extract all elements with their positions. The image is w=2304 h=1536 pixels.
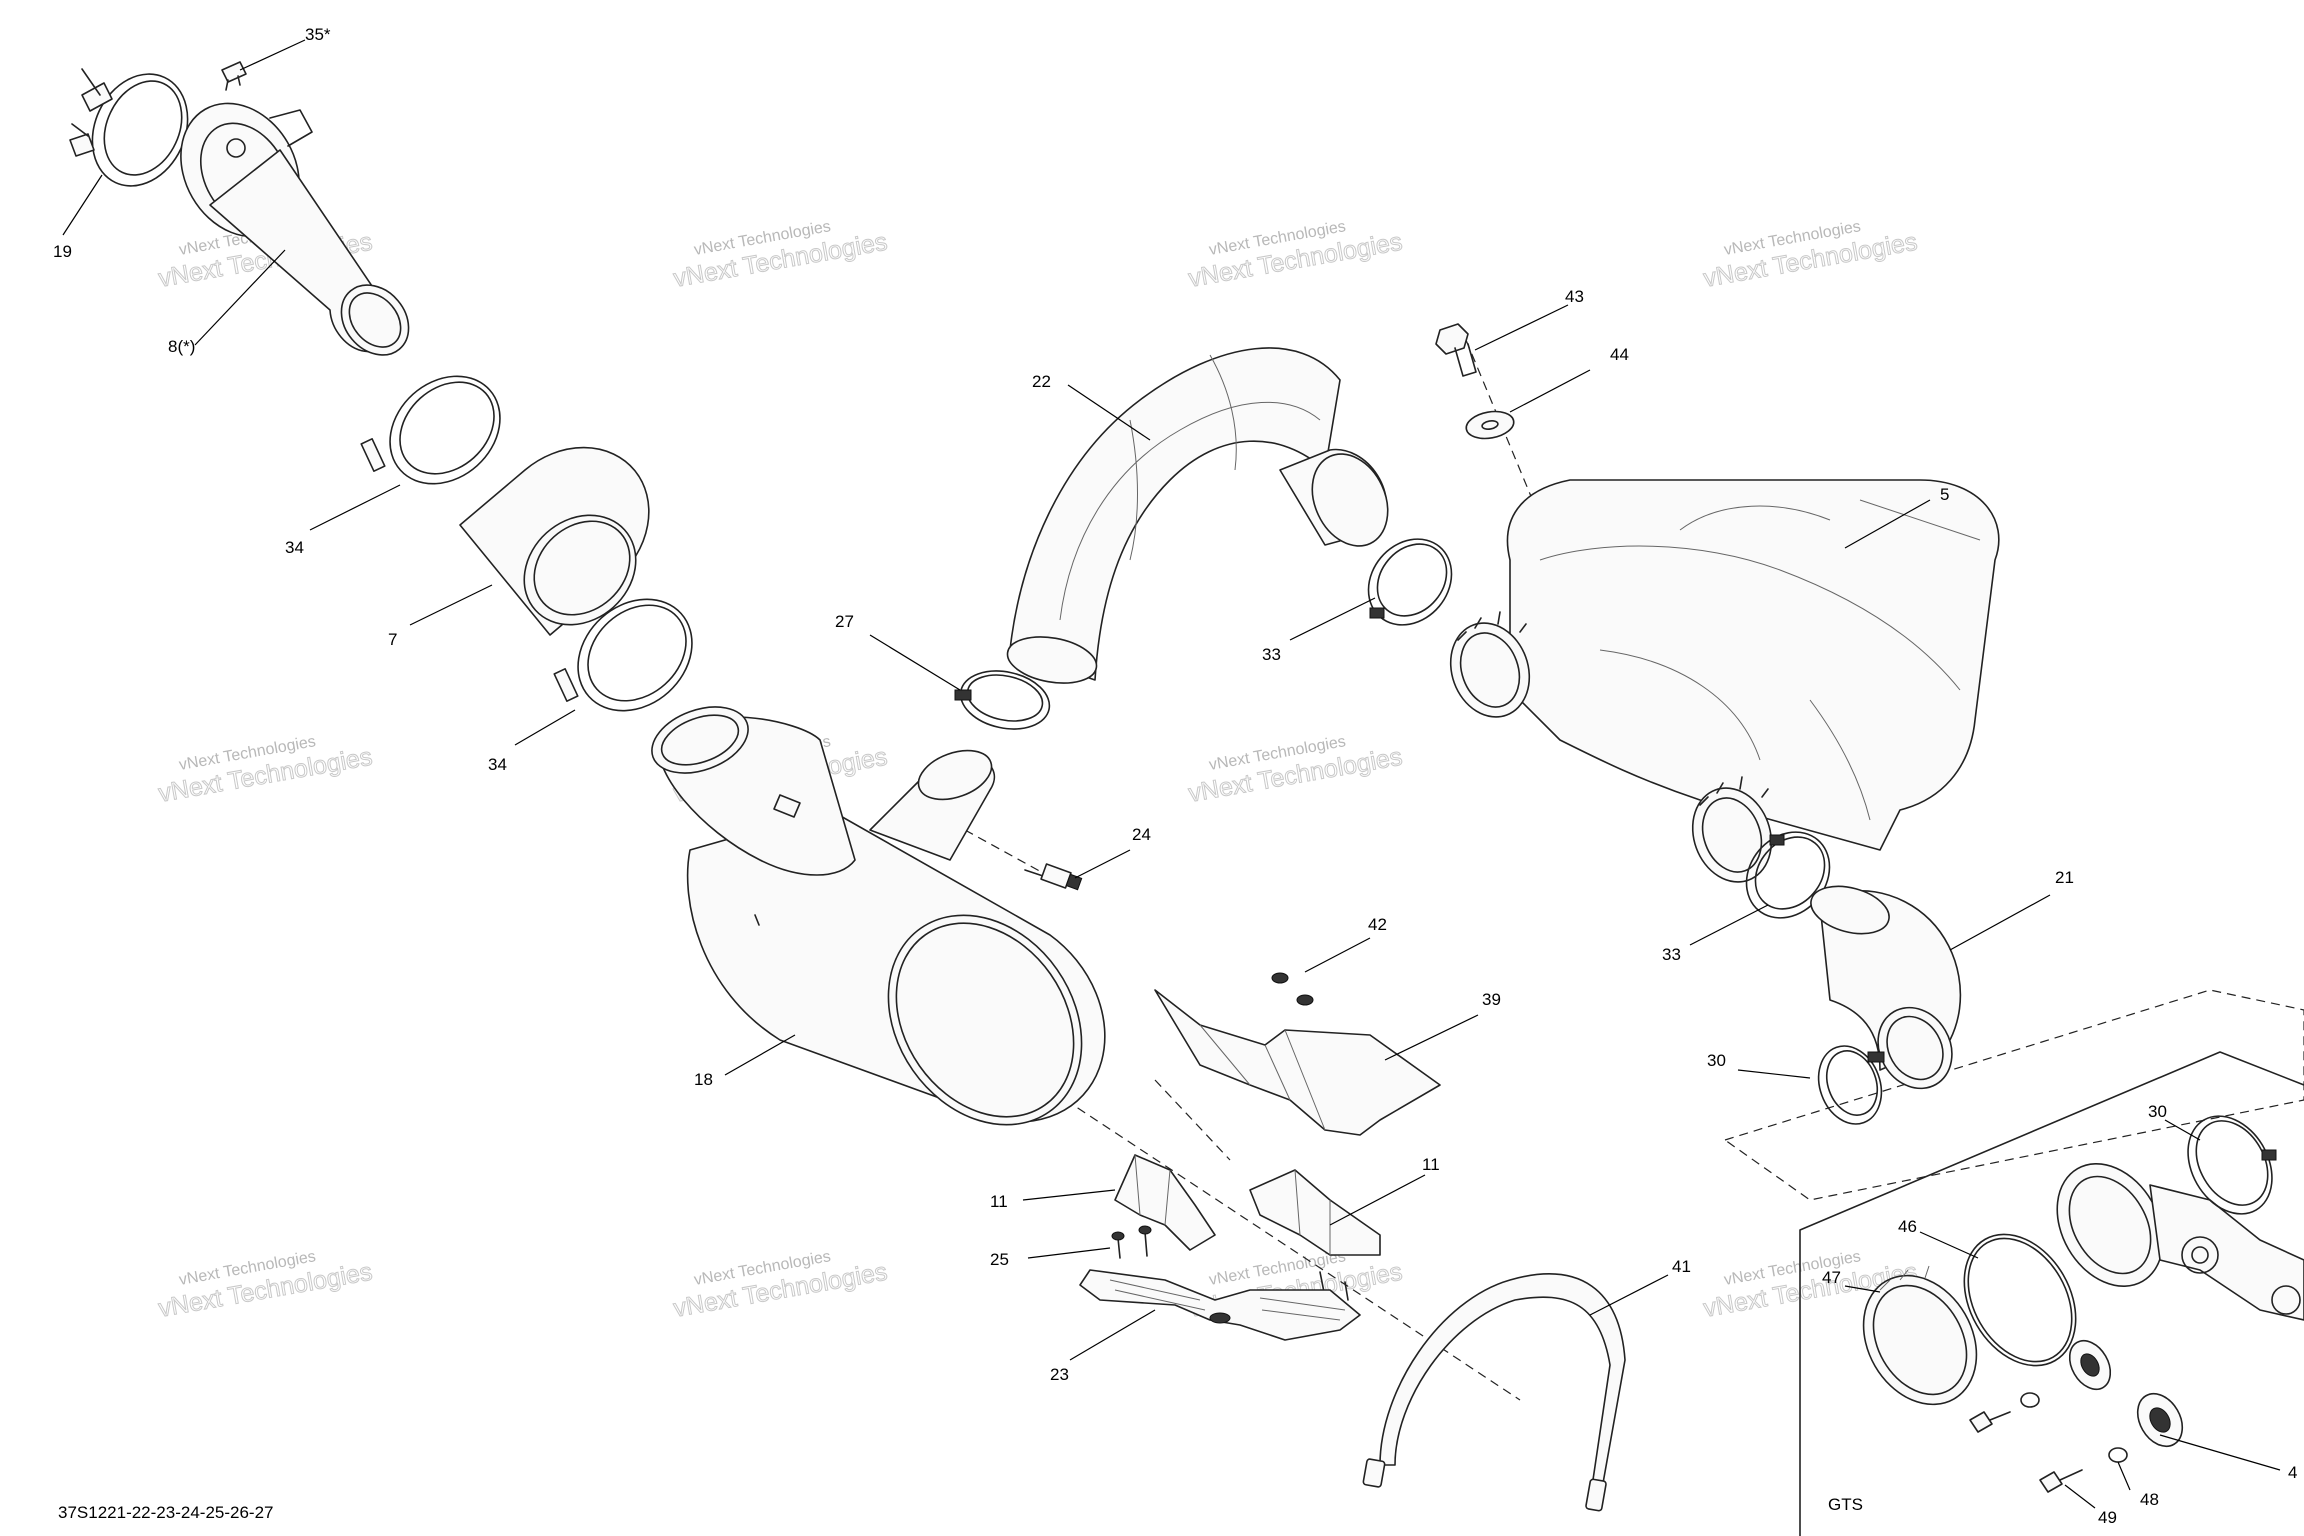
part-23-grille-guard (1079, 1269, 1361, 1341)
part-7-sleeve (459, 446, 650, 636)
callout-42: 42 (1368, 915, 1387, 934)
part-42-screws (1271, 972, 1314, 1006)
callout-27: 27 (835, 612, 854, 631)
watermark: vNext Technologies vNext Technologies (671, 1248, 890, 1323)
part-19-clamp (69, 68, 189, 187)
callout-24: 24 (1132, 825, 1151, 844)
part-25-screws (1111, 1225, 1349, 1301)
callout-43: 43 (1565, 287, 1584, 306)
callout-34-lower: 34 (488, 755, 507, 774)
part-41-strap (1362, 1273, 1626, 1512)
callout-35: 35* (305, 25, 331, 44)
part-22-tailpipe (1006, 347, 1389, 684)
part-27-clamp (954, 670, 1051, 730)
callout-30-inset: 30 (2148, 1102, 2167, 1121)
part-39-heat-shield (1154, 989, 1441, 1136)
callout-46: 46 (1898, 1217, 1917, 1236)
part-8-flange-pipe (180, 102, 410, 356)
part-34-clamp-lower (553, 598, 693, 712)
callout-4: 4 (2288, 1463, 2297, 1482)
callout-21: 21 (2055, 868, 2074, 887)
callout-22: 22 (1032, 372, 1051, 391)
callout-18: 18 (694, 1070, 713, 1089)
part-44-washer (1465, 410, 1515, 440)
part-43-bolt (1435, 323, 1477, 377)
callout-25: 25 (990, 1250, 1009, 1269)
part-34-clamp-upper (360, 375, 501, 485)
callout-labels: 35* 19 8(*) 34 7 34 22 27 43 44 5 33 24 … (53, 25, 2297, 1527)
part-24-sensor (1024, 863, 1083, 891)
callout-23: 23 (1050, 1365, 1069, 1384)
callout-33-upper: 33 (1262, 645, 1281, 664)
part-35-plug (221, 61, 247, 91)
callout-47: 47 (1822, 1268, 1841, 1287)
callout-41: 41 (1672, 1257, 1691, 1276)
callout-33-lower: 33 (1662, 945, 1681, 964)
callout-5: 5 (1940, 485, 1949, 504)
callout-19: 19 (53, 242, 72, 261)
part-30-clamp-left (1817, 1045, 1885, 1125)
figure-code: 37S1221-22-23-24-25-26-27 (58, 1503, 274, 1522)
callout-30-left: 30 (1707, 1051, 1726, 1070)
part-21-elbow (1810, 885, 1962, 1090)
callout-34-upper: 34 (285, 538, 304, 557)
callout-11-left: 11 (990, 1192, 1008, 1211)
watermark: vNext Technologies vNext Technologies (156, 1248, 375, 1323)
part-11-bracket-left (1114, 1154, 1216, 1251)
callout-11-right: 11 (1422, 1155, 1440, 1174)
gts-inset: GTS (1799, 1051, 2304, 1536)
watermark: vNext Technologies vNext Technologies (156, 733, 375, 808)
callout-49: 49 (2098, 1508, 2117, 1527)
part-33-clamp-upper (1367, 538, 1453, 626)
callout-44: 44 (1610, 345, 1629, 364)
part-5-muffler-body (1449, 479, 2000, 883)
callout-8: 8(*) (168, 337, 195, 356)
watermark: vNext Technologies vNext Technologies (671, 218, 890, 293)
inset-label: GTS (1828, 1495, 1863, 1514)
leader-lines (62, 39, 2281, 1509)
watermark: vNext Technologies vNext Technologies (1186, 733, 1405, 808)
callout-48: 48 (2140, 1490, 2159, 1509)
part-11-bracket-right (1249, 1169, 1381, 1256)
callout-39: 39 (1482, 990, 1501, 1009)
callout-7: 7 (388, 630, 397, 649)
watermark: vNext Technologies vNext Technologies (1186, 218, 1405, 293)
part-18-muffler (651, 706, 1106, 1126)
watermark: vNext Technologies vNext Technologies (1701, 218, 1920, 293)
